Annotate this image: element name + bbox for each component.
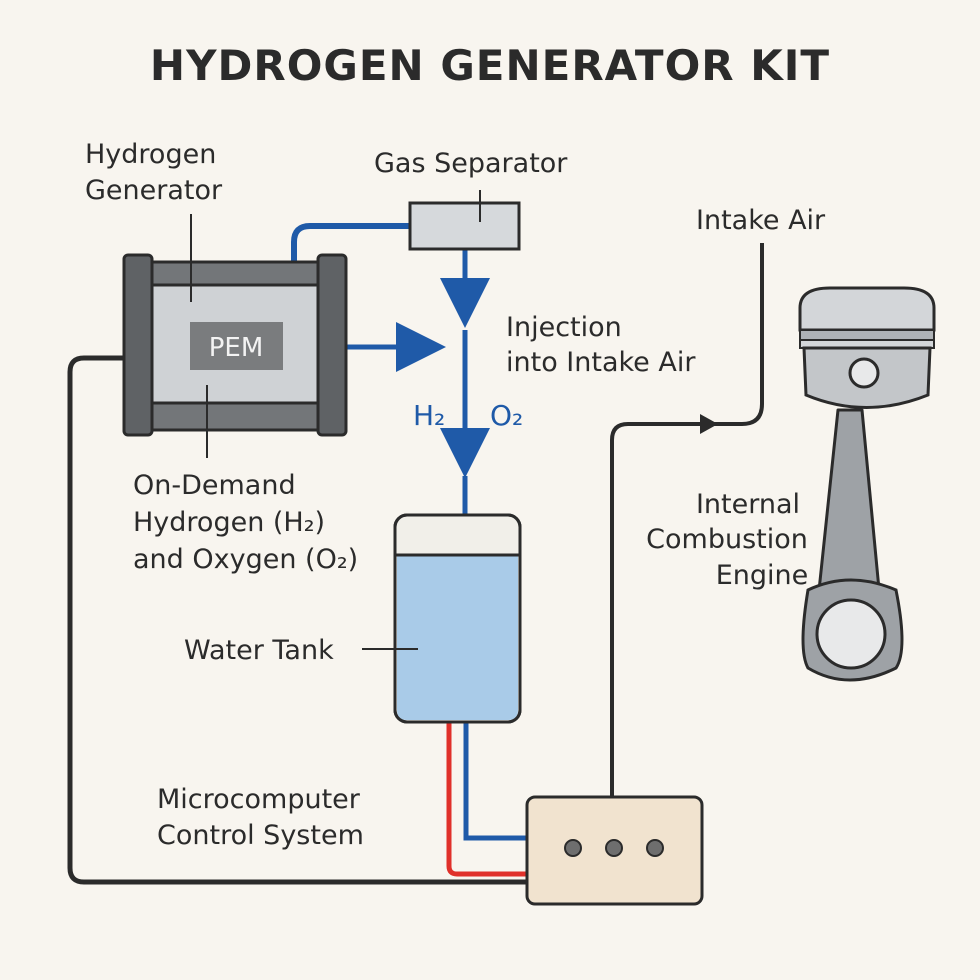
microcomputer-label-1: Microcomputer xyxy=(157,784,361,815)
hydrogen-generator-label-2: Generator xyxy=(85,175,223,206)
on-demand-label-1: On-Demand xyxy=(133,470,296,501)
engine-label-2: Combustion xyxy=(646,524,808,555)
intake-air-label: Intake Air xyxy=(696,205,826,236)
gas-separator xyxy=(408,201,521,251)
injection-label-2: into Intake Air xyxy=(506,347,696,378)
power-line xyxy=(446,722,527,877)
microcomputer-label-2: Control System xyxy=(157,820,364,851)
intake-arrow-head xyxy=(700,414,718,434)
gas-separator-label: Gas Separator xyxy=(374,148,568,179)
hydrogen-generator-label-1: Hydrogen xyxy=(85,139,216,170)
pem-membrane xyxy=(190,322,283,370)
engine-piston xyxy=(798,286,936,682)
on-demand-label-2: Hydrogen (H₂) xyxy=(133,507,325,538)
gas-pipe-generator-separator xyxy=(291,223,410,262)
engine-label-1: Internal xyxy=(696,489,800,520)
microcomputer-controller xyxy=(525,795,704,906)
controller-indicator-2 xyxy=(605,839,623,857)
water-tank-label: Water Tank xyxy=(184,635,334,666)
page-title: HYDROGEN GENERATOR KIT xyxy=(150,41,830,90)
control-wire-intake xyxy=(610,243,764,797)
controller-indicator-1 xyxy=(564,839,582,857)
water-tank xyxy=(393,513,522,724)
pem-label: PEM xyxy=(209,333,264,363)
o2-label: O₂ xyxy=(490,399,523,432)
engine-label-3: Engine xyxy=(716,560,809,591)
control-wire-generator xyxy=(67,355,527,885)
controller-indicator-3 xyxy=(646,839,664,857)
injection-label-1: Injection xyxy=(506,312,622,343)
on-demand-label-3: and Oxygen (O₂) xyxy=(133,544,358,575)
h2-label: H₂ xyxy=(413,399,445,432)
water-line-tank-controller xyxy=(463,722,527,841)
hydrogen-generator: PEM xyxy=(122,253,348,437)
